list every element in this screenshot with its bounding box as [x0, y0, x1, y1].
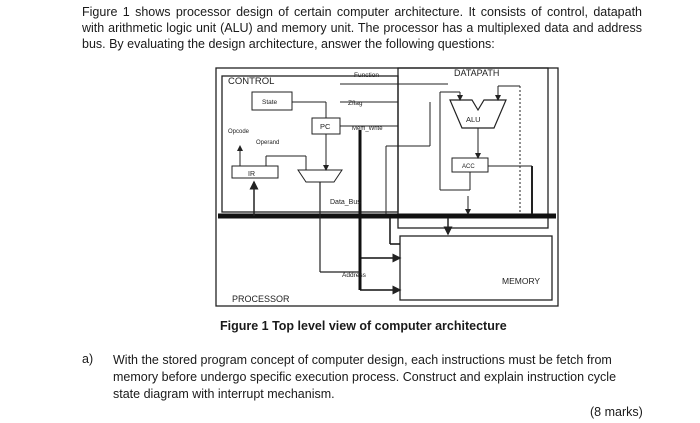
mem-write-label: Mem_Write: [352, 126, 383, 132]
ir-box: [231, 165, 279, 179]
data-bus-label: Data_Bus: [330, 199, 361, 206]
ir-label: IR: [248, 171, 255, 178]
control-label: CONTROL: [228, 76, 274, 87]
state-box: [251, 91, 293, 111]
acc-label: ACC: [462, 164, 475, 170]
operand-label: Operand: [256, 140, 279, 146]
question-label: a): [82, 352, 94, 366]
zflag-label: Zflag: [348, 100, 363, 107]
datapath-label: DATAPATH: [454, 68, 499, 78]
alu-label: ALU: [466, 115, 481, 124]
datapath-box: [397, 67, 549, 229]
memory-box: [399, 235, 553, 301]
opcode-label: Opcode: [228, 129, 250, 135]
state-label: State: [262, 99, 278, 106]
marks-label: (8 marks): [590, 405, 643, 419]
processor-box: [215, 67, 559, 307]
control-box: [221, 75, 399, 213]
address-label: Address: [342, 272, 367, 279]
figure-caption: Figure 1 Top level view of computer arch…: [220, 319, 507, 333]
architecture-diagram: CONTROL Function DATAPATH State Zflag PC…: [215, 67, 559, 307]
question-text: With the stored program concept of compu…: [113, 353, 617, 401]
intro-paragraph: Figure 1 shows processor design of certa…: [82, 5, 642, 51]
function-label: Function: [354, 72, 379, 79]
processor-label: PROCESSOR: [232, 294, 290, 304]
memory-label: MEMORY: [502, 276, 540, 286]
address-mux: [297, 169, 343, 183]
architecture-figure: CONTROL Function DATAPATH State Zflag PC…: [210, 62, 562, 310]
pc-label: PC: [320, 122, 331, 131]
